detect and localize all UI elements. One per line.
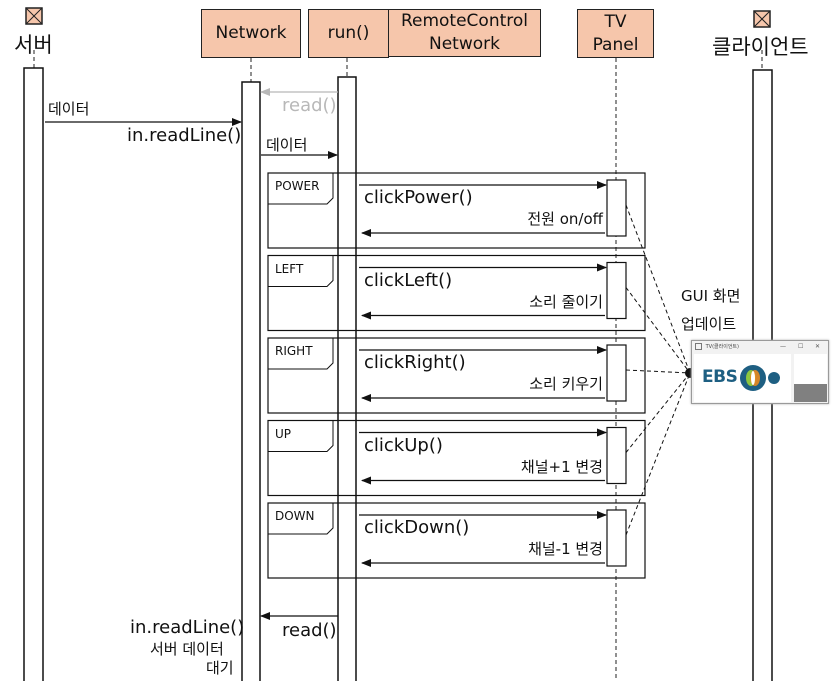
server-data-label: 데이터 [48,100,90,118]
frame-tag-label: RIGHT [275,344,313,358]
frame-tag-label: POWER [275,179,320,193]
window-side-panel [794,354,827,402]
frame-tag-box [268,420,334,452]
gui-update-connector [625,372,691,453]
server-actor-label: 서버 [14,33,53,57]
gui-update-connector [625,369,691,374]
tv-panel-activation [606,179,627,237]
return-label: 채널+1 변경 [520,457,603,476]
gui-update-label-line2: 업데이트 [681,315,737,333]
return-label: 소리 키우기 [529,375,603,393]
call-label: clickDown() [364,517,470,538]
close-icon: ✕ [815,343,821,350]
tv-panel-header: TV Panel [577,9,654,58]
tv-panel-activation [606,426,627,485]
call-label: clickUp() [364,434,443,456]
call-label: clickPower() [364,187,473,208]
network-data-label: 데이터 [266,136,308,154]
frame-left [267,254,646,332]
run-header-label: run() [327,23,370,43]
frame-border [267,419,646,497]
frame-border [267,254,646,332]
wait-label-line1: 서버 데이터 [150,640,224,658]
read-bottom-label: read() [282,620,337,641]
frame-tag-box [268,255,334,287]
tv-panel-label-line2: Panel [592,34,639,55]
gui-update-connector [625,372,691,536]
tv-panel-activation [606,509,627,567]
server-activation [23,67,44,681]
frame-tag-label: UP [275,426,292,441]
window-titlebar: TV(클라이언트) — ☐ ✕ [692,341,828,353]
tv-client-window-thumbnail: TV(클라이언트) — ☐ ✕ EBS [691,340,829,404]
call-label: clickLeft() [364,269,453,291]
ebs-logo-icon [740,365,780,391]
frame-up [267,419,646,497]
gui-update-connector [625,204,691,374]
network-header-label: Network [215,23,287,43]
call-label: clickRight() [364,352,466,373]
network-header: Network [201,9,301,58]
window-title: TV(클라이언트) [705,344,739,350]
in-readline-top-label: in.readLine() [127,125,242,146]
frame-tag-label: LEFT [275,261,304,276]
gui-update-connector [625,287,691,374]
server-boundary-icon [25,7,43,25]
tv-panel-label-line1: TV [604,11,627,32]
maximize-icon: ☐ [798,343,804,350]
frame-border [267,502,646,579]
client-actor-label: 클라이언트 [712,35,809,59]
ebs-logo-text: EBS [702,367,738,387]
return-label: 소리 줄이기 [529,292,603,311]
return-label: 전원 on/off [527,210,603,228]
frame-border [267,337,646,414]
run-activation [337,76,357,681]
wait-label-line2: 대기 [206,659,234,677]
minimize-icon: — [780,343,786,350]
frame-tag-box [268,172,334,205]
window-app-icon [695,343,702,350]
return-label: 채널-1 변경 [528,540,603,558]
remote-control-network-header: RemoteControl Network [388,9,541,57]
tv-panel-activation [606,344,627,402]
window-content: EBS [694,354,791,402]
client-boundary-icon [753,10,771,28]
frame-power [267,172,646,249]
window-gray-panel [794,384,827,402]
read-gray-label: read() [282,95,337,116]
frame-tag-label: DOWN [275,509,315,523]
network-activation [241,81,261,681]
frame-tag-box [268,337,334,370]
frame-tag-box [268,502,334,535]
run-header: run() [308,9,389,58]
tv-panel-activation [606,261,627,320]
frame-border [267,172,646,249]
frame-right [267,337,646,414]
remote-control-label-line1: RemoteControl [400,11,529,31]
remote-control-label-line2: Network [429,34,500,54]
gui-update-label-line1: GUI 화면 [681,287,741,305]
in-readline-bottom-label: in.readLine() [130,617,245,638]
frame-down [267,502,646,579]
